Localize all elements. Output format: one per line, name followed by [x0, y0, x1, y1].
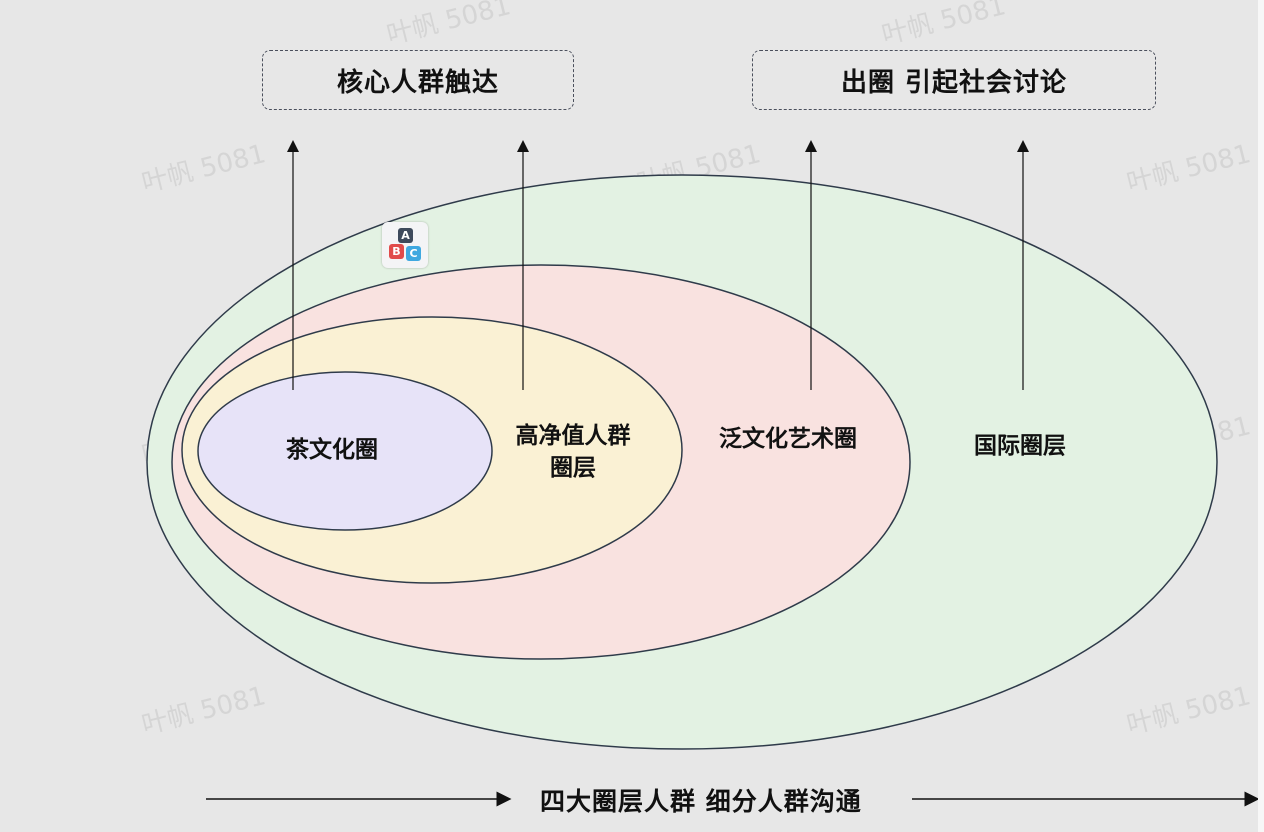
bottom-caption: 四大圈层人群 细分人群沟通: [540, 787, 862, 816]
high-net-worth-label-line1: 高净值人群: [515, 423, 631, 449]
tea-culture-label: 茶文化圈: [286, 437, 378, 463]
social-discussion-label: 出圈 引起社会讨论: [840, 67, 1068, 98]
art-culture-label: 泛文化艺术圈: [719, 426, 857, 452]
international-label: 国际圈层: [974, 433, 1066, 459]
block-b: B: [389, 244, 404, 259]
high-net-worth-label: 高净值人群 圈层: [505, 420, 641, 484]
block-c: C: [406, 246, 421, 261]
right-edge-strip: [1258, 0, 1264, 832]
social-discussion-box: 出圈 引起社会讨论: [752, 50, 1156, 110]
ring-tea-culture: [197, 371, 493, 531]
core-audience-label: 核心人群触达: [336, 67, 499, 98]
block-a: A: [398, 228, 413, 243]
high-net-worth-label-line2: 圈层: [550, 455, 596, 481]
abc-blocks-icon[interactable]: A B C: [382, 222, 428, 268]
core-audience-box: 核心人群触达: [262, 50, 574, 110]
